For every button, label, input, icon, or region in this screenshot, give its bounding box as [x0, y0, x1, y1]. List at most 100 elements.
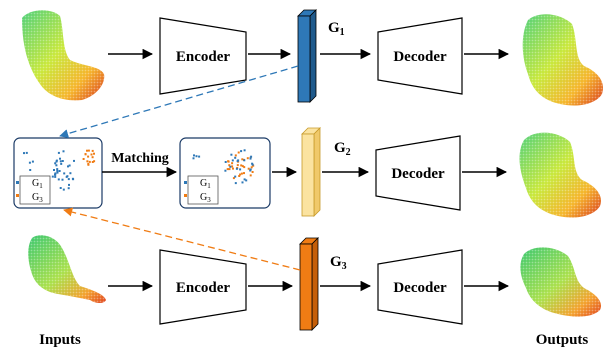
scatter-point	[224, 169, 227, 172]
scatter-point	[195, 155, 198, 158]
scatter-points-right	[192, 149, 255, 185]
scatter-point	[240, 150, 243, 153]
encoder-block-3: Encoder	[159, 249, 247, 325]
scatter-point	[62, 150, 65, 153]
legend-marker-g1-left	[16, 181, 19, 184]
scatter-point	[236, 164, 239, 167]
input-chair-bottom	[28, 235, 106, 303]
scatter-point	[54, 175, 57, 178]
input-chair-top	[22, 10, 105, 101]
scatter-point	[55, 159, 58, 162]
scatter-point	[61, 178, 64, 181]
scatter-point	[54, 162, 57, 165]
scatter-point	[62, 188, 65, 191]
scatter-point	[91, 149, 94, 152]
scatter-point	[29, 169, 32, 171]
scatter-point	[67, 165, 69, 168]
scatter-point	[234, 182, 237, 185]
dashed-arrow-g3-to-scatter	[63, 207, 301, 271]
legend-box-left	[19, 175, 51, 205]
encoder-label-1: Encoder	[176, 49, 231, 65]
scatter-point	[240, 172, 243, 175]
scatter-point	[241, 165, 244, 168]
scatter-point	[243, 172, 245, 175]
encoder-block-1: Encoder	[159, 17, 247, 95]
matching-label: Matching	[111, 151, 169, 166]
scatter-point	[243, 178, 246, 181]
scatter-point	[234, 156, 237, 159]
scatter-point	[87, 163, 90, 166]
scatter-point	[251, 162, 254, 165]
scatter-point	[192, 157, 195, 160]
decoder-block-2: Decoder	[375, 135, 461, 211]
scatter-panel-left: G1 G3	[13, 137, 103, 209]
scatter-point	[90, 153, 93, 156]
latent-g3	[299, 237, 319, 331]
scatter-point	[232, 167, 234, 170]
scatter-point	[91, 161, 94, 163]
scatter-point	[238, 175, 241, 177]
outputs-caption: Outputs	[536, 332, 589, 348]
dashed-arrow-g1-to-scatter	[59, 65, 299, 139]
scatter-point	[234, 175, 237, 178]
scatter-point	[51, 175, 54, 178]
scatter-point	[53, 169, 55, 171]
scatter-point	[82, 158, 85, 160]
scatter-point	[58, 170, 61, 172]
latent-g1-face	[297, 15, 311, 103]
scatter-point	[56, 168, 59, 171]
scatter-point	[228, 168, 231, 171]
scatter-point	[229, 165, 232, 168]
decoder-label-3: Decoder	[393, 280, 447, 296]
scatter-point	[61, 160, 64, 162]
scatter-point	[198, 155, 201, 158]
scatter-point	[234, 154, 237, 157]
scatter-point	[193, 154, 195, 157]
scatter-point	[57, 151, 60, 154]
scatter-point	[247, 167, 250, 170]
scatter-point	[239, 168, 242, 171]
scatter-point	[86, 149, 88, 152]
scatter-point	[23, 152, 25, 155]
legend-box-right	[187, 175, 219, 205]
scatter-point	[59, 187, 62, 189]
legend-marker-g3-right	[184, 194, 187, 197]
scatter-point	[56, 171, 59, 174]
latent-g3-label: G3	[330, 254, 347, 272]
decoder-label-2: Decoder	[391, 166, 445, 182]
scatter-point	[84, 153, 87, 156]
scatter-point	[55, 164, 58, 167]
scatter-point	[67, 178, 70, 181]
inputs-caption: Inputs	[39, 332, 81, 348]
scatter-point	[243, 166, 246, 169]
scatter-point	[56, 170, 59, 172]
scatter-point	[235, 167, 238, 170]
scatter-point	[249, 168, 252, 171]
scatter-point	[243, 159, 246, 162]
scatter-point	[249, 174, 252, 177]
scatter-point	[72, 178, 75, 181]
scatter-point	[224, 161, 227, 163]
scatter-point	[230, 153, 233, 156]
scatter-point	[54, 173, 57, 176]
scatter-point	[65, 175, 68, 178]
scatter-point	[68, 164, 71, 167]
output-chair-top	[522, 14, 604, 106]
scatter-point	[237, 159, 240, 162]
output-chair-middle	[519, 132, 602, 218]
scatter-point	[228, 164, 231, 167]
scatter-point	[73, 159, 75, 162]
scatter-point	[227, 160, 230, 163]
encoder-label-3: Encoder	[176, 280, 231, 296]
scatter-point	[25, 151, 28, 154]
latent-g1	[297, 9, 317, 103]
legend-label-g3-left: G3	[32, 192, 43, 204]
decoder-label-1: Decoder	[393, 49, 447, 65]
scatter-point	[60, 162, 63, 165]
scatter-point	[54, 172, 57, 175]
scatter-point	[241, 181, 244, 184]
scatter-point	[243, 149, 246, 152]
scatter-point	[69, 172, 72, 175]
legend-label-g3-right: G3	[200, 192, 211, 204]
